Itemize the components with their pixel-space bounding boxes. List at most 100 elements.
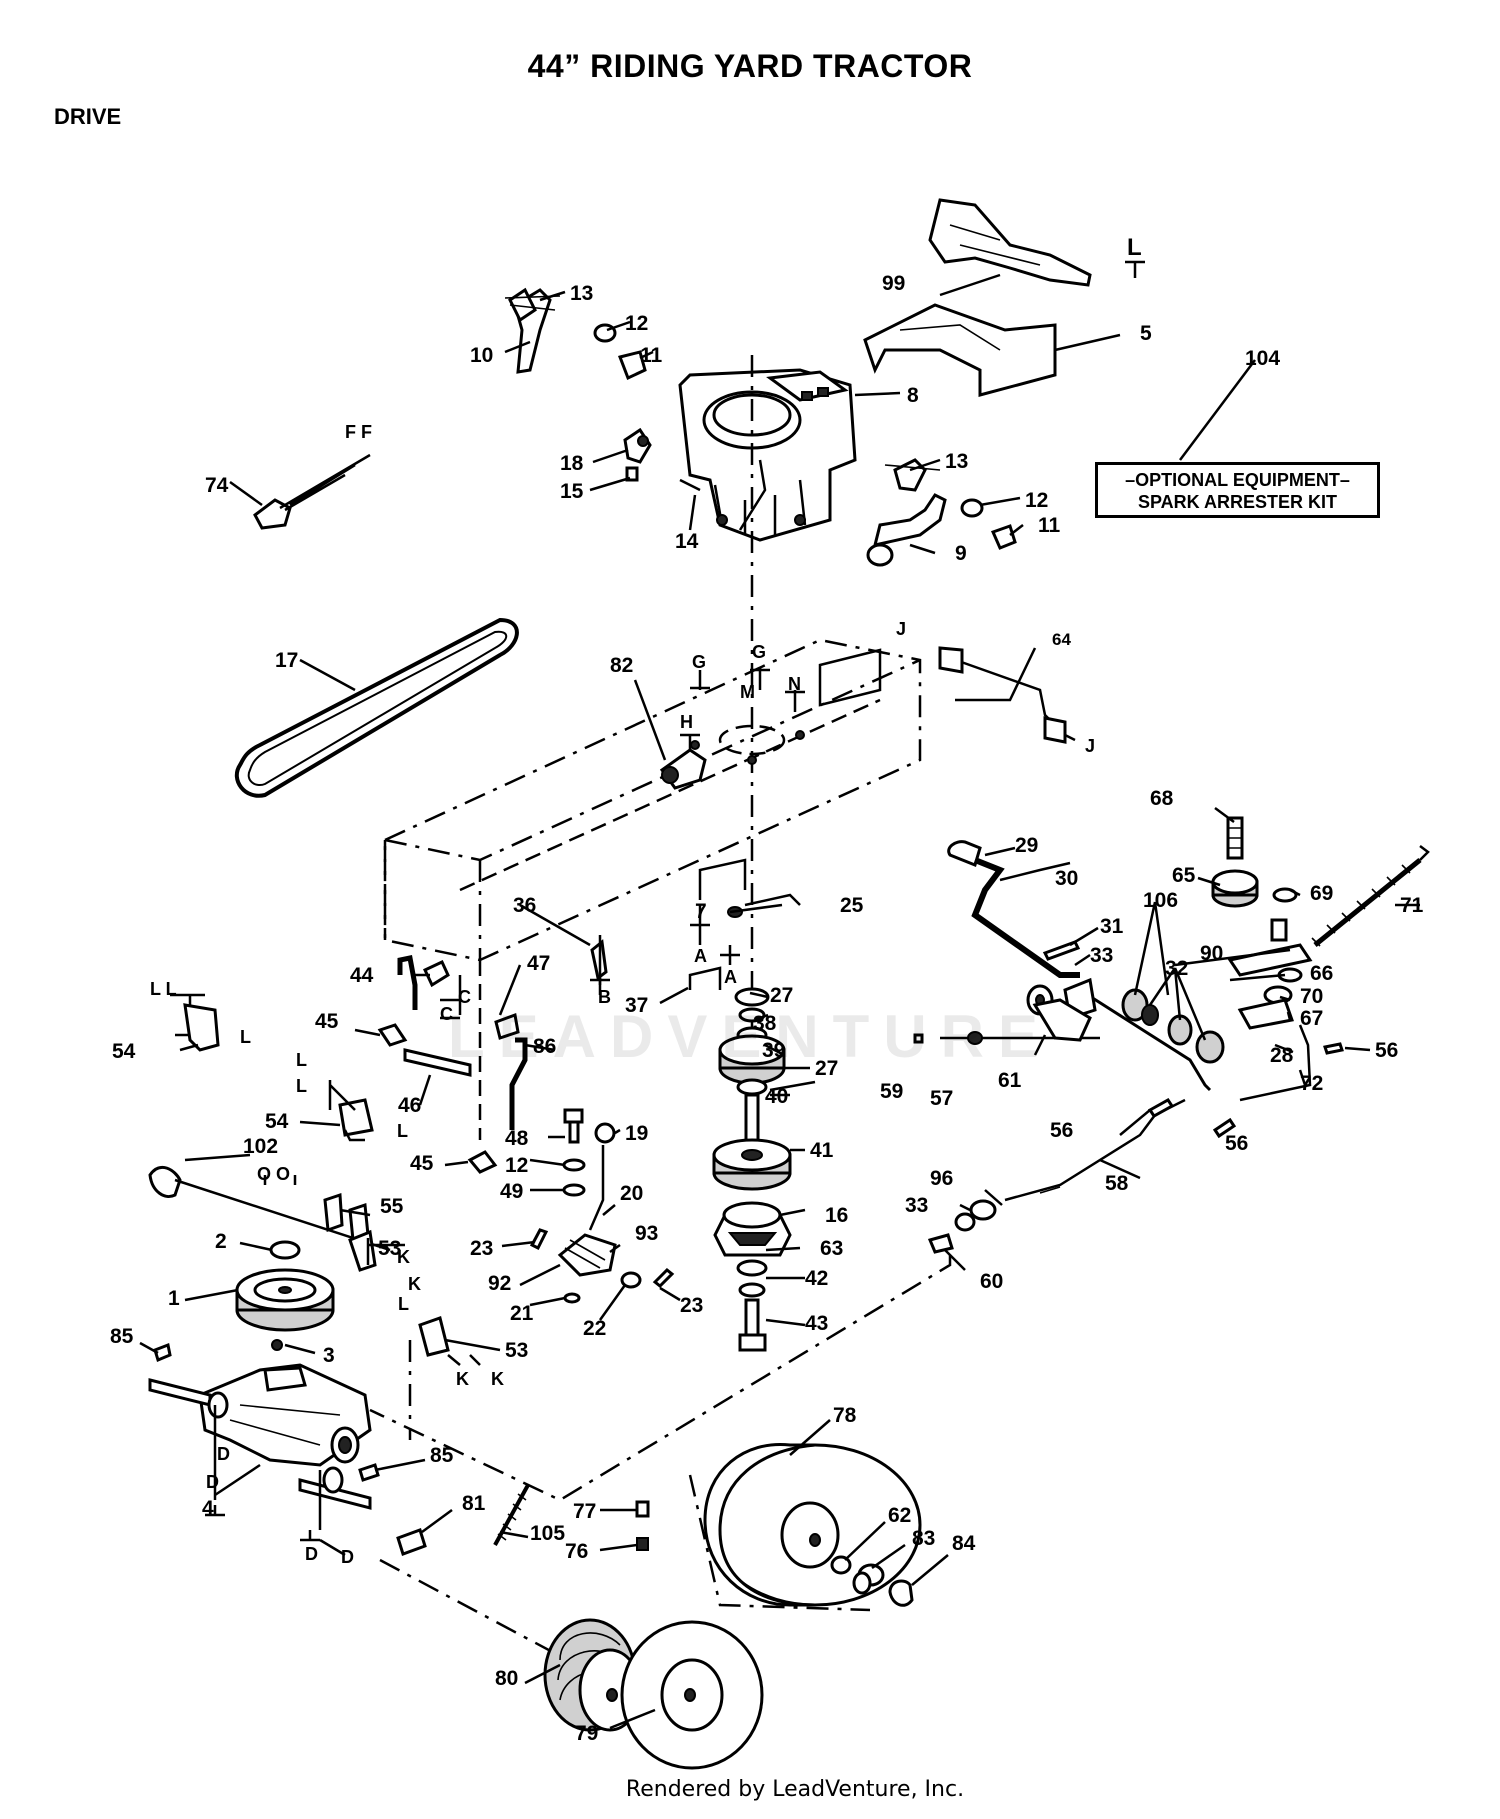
callout-11b: 11: [1038, 514, 1061, 537]
connector-G-left: G: [692, 652, 706, 672]
callout-23a: 23: [470, 1237, 493, 1260]
callout-85a: 85: [110, 1325, 134, 1348]
callout-13b: 13: [945, 450, 968, 473]
callout-64: 64: [1052, 630, 1071, 649]
callout-70: 70: [1300, 985, 1323, 1008]
callout-102: 102: [243, 1135, 278, 1158]
pin-31: [1042, 940, 1081, 961]
idler-arm-66: [1227, 943, 1313, 1102]
callout-68: 68: [1150, 787, 1174, 810]
bracket-53-lower: [418, 1316, 450, 1357]
pivot-32-106: [1026, 977, 1225, 1064]
callout-28: 28: [1270, 1044, 1294, 1067]
callout-53b: 53: [505, 1339, 528, 1362]
connector-D-2: D: [206, 1472, 219, 1492]
tire-79: [620, 1620, 764, 1770]
lever-44: [377, 955, 528, 1174]
connector-K-4: K: [491, 1369, 504, 1389]
callout-56c: 56: [1225, 1132, 1248, 1155]
spring-105: [493, 1484, 530, 1546]
callout-61: 61: [998, 1069, 1022, 1092]
callout-29: 29: [1015, 834, 1038, 857]
callout-71: 71: [1400, 894, 1424, 917]
bracket-54-mid: [338, 1098, 374, 1142]
dash-path-1: [369, 1255, 952, 1502]
connector-L-d: L: [397, 1121, 408, 1141]
connector-ticks: [170, 260, 1145, 1557]
callout-15: 15: [560, 480, 584, 503]
callout-48: 48: [505, 1127, 529, 1150]
callout-12b: 12: [1025, 489, 1048, 512]
drive-belt: [234, 617, 519, 798]
callout-86: 86: [533, 1035, 556, 1058]
callout-74: 74: [205, 474, 229, 497]
callout-57: 57: [930, 1087, 953, 1110]
callout-106: 106: [1143, 889, 1178, 912]
connector-B: B: [598, 987, 611, 1007]
callout-44: 44: [350, 964, 374, 987]
callout-63: 63: [820, 1237, 843, 1260]
callout-90: 90: [1200, 942, 1223, 965]
callout-99: 99: [882, 272, 905, 295]
transaxle: [148, 1342, 380, 1530]
connector-A-1: A: [694, 946, 707, 966]
connector-L-b: L: [296, 1050, 307, 1070]
optional-equipment-line2: SPARK ARRESTER KIT: [1137, 492, 1337, 512]
callout-13a: 13: [570, 282, 593, 305]
callout-40: 40: [765, 1085, 788, 1108]
connector-LL: L L: [150, 979, 177, 999]
lever-29-30: [947, 840, 1212, 1092]
callout-59: 59: [880, 1080, 903, 1103]
bracket-55: [323, 1192, 370, 1243]
callout-31: 31: [1100, 915, 1124, 938]
callout-77: 77: [573, 1500, 596, 1523]
callout-84: 84: [952, 1532, 976, 1555]
callout-104: 104: [1245, 347, 1280, 370]
callout-56a: 56: [1375, 1039, 1398, 1062]
callout-45a: 45: [315, 1010, 339, 1033]
frame: [383, 638, 922, 1140]
bolt-stack-48: [562, 1108, 586, 1197]
callout-53a: 53: [378, 1237, 401, 1260]
connector-L-top: L: [1127, 234, 1142, 261]
callout-27a: 27: [770, 984, 793, 1007]
callout-16: 16: [825, 1204, 848, 1227]
callout-labels: 1 2 3 4 5 7 8 9 10 11 11 12 12 12 13 13 …: [110, 272, 1424, 1745]
connector-C-1: C: [458, 987, 471, 1007]
callout-79: 79: [575, 1722, 598, 1745]
callout-66: 66: [1310, 962, 1333, 985]
callout-45b: 45: [410, 1152, 434, 1175]
callout-105: 105: [530, 1522, 565, 1545]
connector-D-4: D: [341, 1547, 354, 1567]
callout-30: 30: [1055, 867, 1078, 890]
connector-letters: L F F J J G G M N H A A B C C L L L L L …: [150, 234, 1142, 1567]
callout-14: 14: [675, 530, 699, 553]
bracket-82: [659, 748, 707, 790]
connector-D-1: D: [217, 1444, 230, 1464]
callout-37: 37: [625, 994, 648, 1017]
callout-2: 2: [215, 1230, 227, 1253]
callout-81: 81: [462, 1492, 486, 1515]
key-3: [271, 1339, 283, 1351]
section-label: DRIVE: [54, 104, 122, 129]
callout-19: 19: [625, 1122, 648, 1145]
optional-equipment-box: –OPTIONAL EQUIPMENT– SPARK ARRESTER KIT: [1095, 462, 1380, 518]
idler-pulley-65: [1211, 816, 1298, 942]
callout-82: 82: [610, 654, 633, 677]
fitting-18: [623, 427, 701, 492]
callout-41: 41: [810, 1139, 834, 1162]
callout-58: 58: [1105, 1172, 1129, 1195]
heat-shield: [928, 198, 1092, 287]
callout-11a: 11: [640, 344, 663, 367]
callout-9: 9: [955, 542, 967, 565]
callout-27b: 27: [815, 1057, 838, 1080]
callout-43: 43: [805, 1312, 828, 1335]
callout-38: 38: [753, 1012, 777, 1035]
callout-12c: 12: [505, 1154, 528, 1177]
connector-L-e: L: [398, 1294, 409, 1314]
lever-9: [866, 458, 1017, 567]
spacer-81: [396, 1528, 427, 1556]
page-title: 44” RIDING YARD TRACTOR: [527, 48, 973, 84]
bracket-36: [590, 935, 608, 985]
